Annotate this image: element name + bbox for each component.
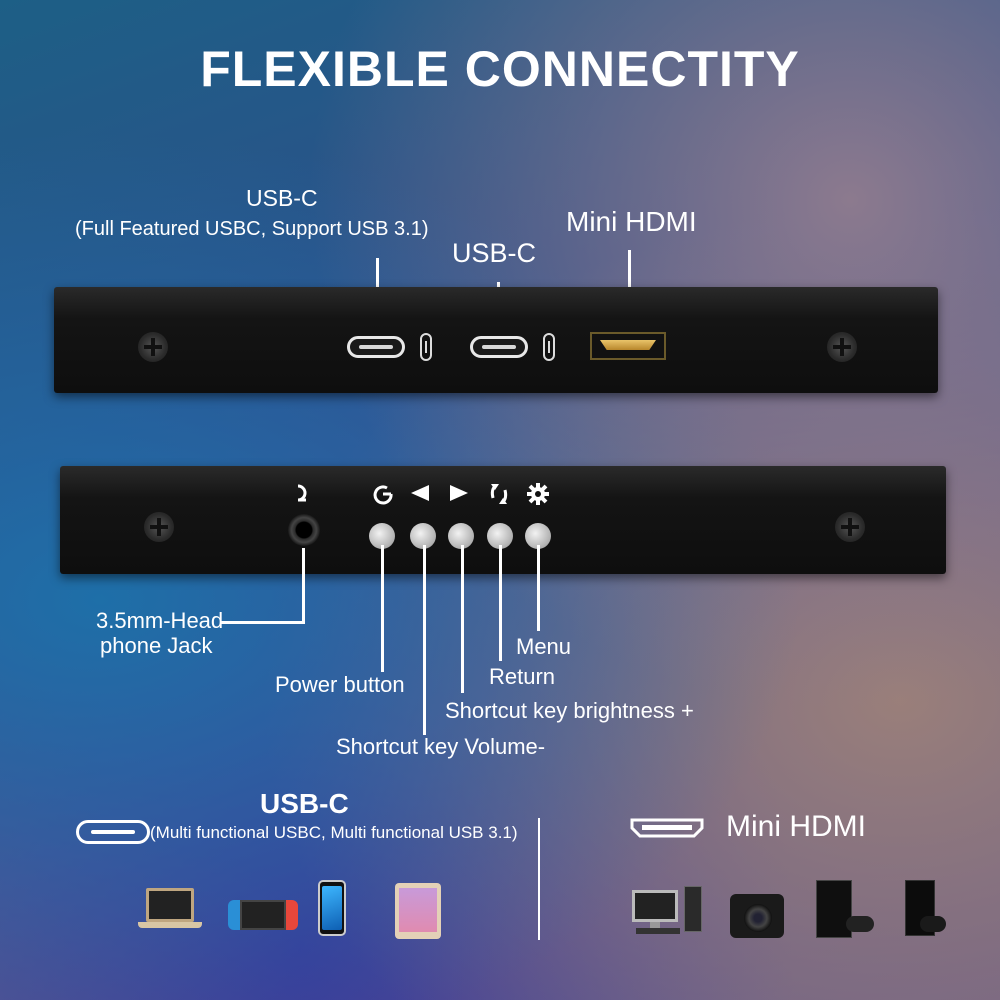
brightness-button-label: Shortcut key brightness + [445, 698, 694, 723]
menu-button-label: Menu [516, 634, 572, 659]
screw [138, 332, 168, 362]
return-button-label: Return [489, 664, 556, 689]
usbc-symbol-icon [543, 333, 555, 361]
volume-button-label: Shortcut key Volume- [336, 734, 546, 759]
headphone-jack-label-line2: phone Jack [100, 633, 213, 658]
gear-icon [523, 482, 553, 512]
leader-line-menu [537, 545, 540, 631]
usbc-full-label: USB-C [246, 185, 318, 211]
leader-line-brightness [461, 545, 464, 693]
tablet-icon [395, 883, 441, 939]
page-title: FLEXIBLE CONNECTITY [200, 41, 800, 97]
top-device-panel [54, 287, 938, 393]
left-arrow-icon [405, 482, 435, 510]
mini-hdmi-label: Mini HDMI [566, 206, 697, 237]
mini-hdmi-port [590, 332, 666, 360]
smartphone-icon [318, 880, 346, 936]
desktop-computer-icon [632, 886, 702, 936]
legend-usbc-description: (Multi functional USBC, Multi functional… [150, 823, 518, 842]
xbox-controller-icon [920, 916, 946, 932]
usbc-full-featured-port [347, 336, 405, 358]
headphone-jack-label-line1: 3.5mm-Head [96, 608, 224, 633]
brightness-up-button[interactable] [448, 523, 474, 549]
usbc-outline-icon [76, 820, 150, 844]
legend-usbc-title: USB-C [260, 788, 349, 819]
gamepad-icon [846, 916, 874, 932]
usbc-full-sublabel: (Full Featured USBC, Support USB 3.1) [75, 218, 429, 240]
volume-down-button[interactable] [410, 523, 436, 549]
screw [835, 512, 865, 542]
game-console-switch-icon [228, 900, 298, 932]
legend-hdmi-title: Mini HDMI [726, 810, 866, 843]
usbc-port [470, 336, 528, 358]
camera-icon [730, 894, 784, 938]
leader-line-jack [302, 548, 305, 624]
leader-line-jack-horizontal [220, 621, 305, 624]
return-icon [484, 482, 514, 512]
leader-line-volume [423, 545, 426, 735]
return-button[interactable] [487, 523, 513, 549]
headphone-jack [288, 514, 320, 546]
right-arrow-icon [444, 482, 474, 510]
screw [144, 512, 174, 542]
playstation-console-icon [816, 880, 852, 938]
laptop-icon [138, 888, 202, 934]
usbc-symbol-icon [420, 333, 432, 361]
bottom-device-panel [60, 466, 946, 574]
power-button-label: Power button [275, 672, 405, 697]
leader-line-power [381, 545, 384, 672]
screw [827, 332, 857, 362]
headphone-icon [289, 482, 319, 510]
legend-divider [538, 818, 540, 940]
menu-button[interactable] [525, 523, 551, 549]
power-icon [368, 482, 398, 512]
hdmi-outline-icon [630, 818, 704, 838]
usbc-label: USB-C [452, 238, 537, 268]
leader-line-return [499, 545, 502, 661]
power-button[interactable] [369, 523, 395, 549]
